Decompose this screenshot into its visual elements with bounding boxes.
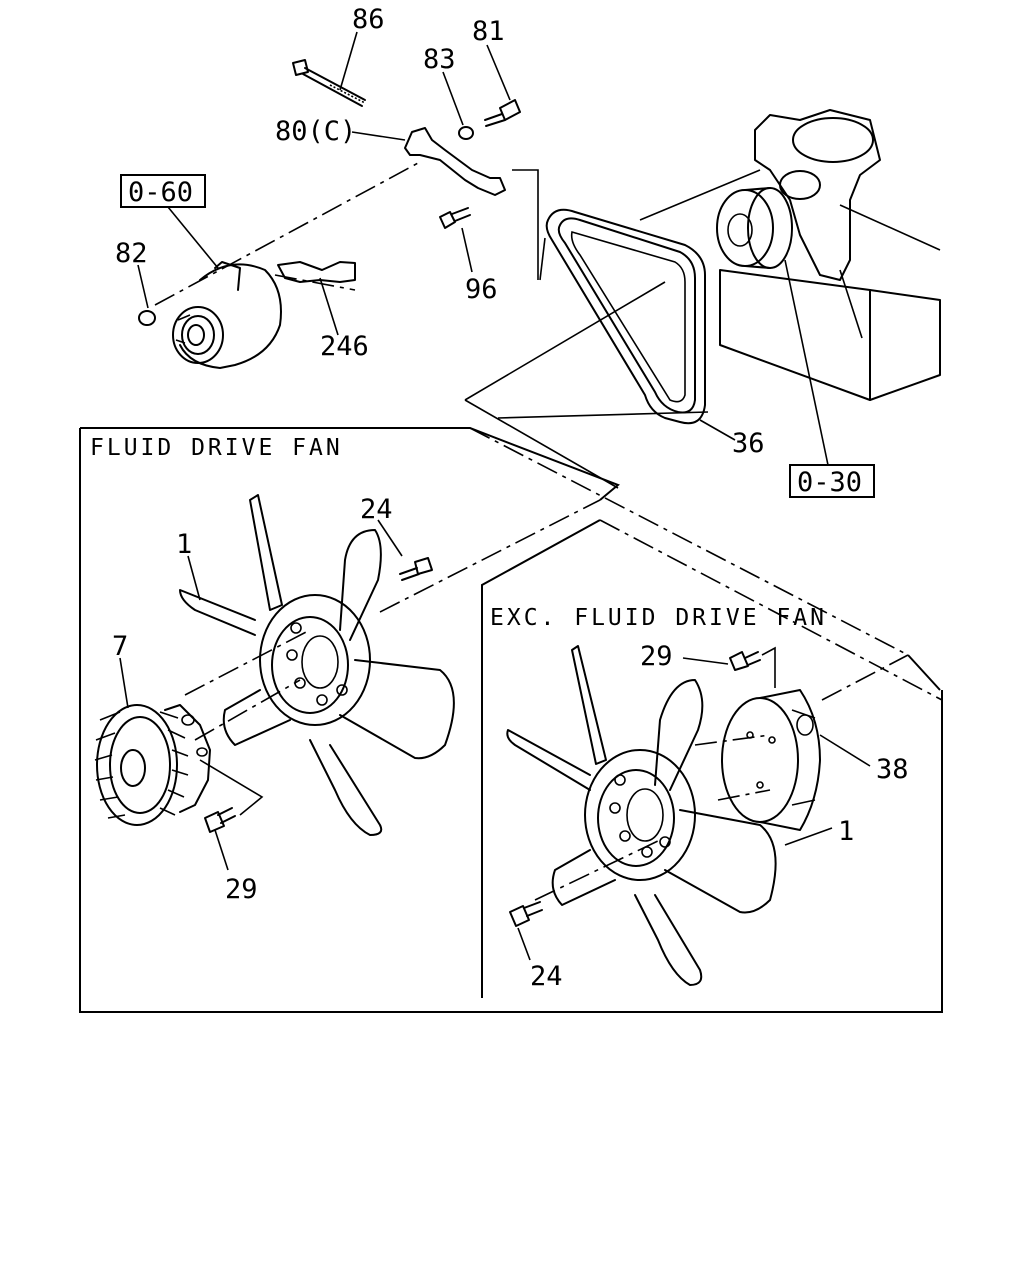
callout-1-fluid: 1 bbox=[176, 529, 192, 560]
upper-leader-lines bbox=[154, 161, 709, 489]
ref-box-030 bbox=[789, 464, 875, 498]
callout-83: 83 bbox=[423, 44, 456, 75]
engine-block bbox=[639, 109, 941, 401]
fluid-leader-lines bbox=[184, 499, 601, 816]
alternator bbox=[172, 261, 282, 369]
bolt-24-fluid bbox=[399, 557, 433, 581]
ref-box-060 bbox=[120, 174, 206, 208]
fluid-coupling-7 bbox=[94, 704, 211, 826]
ref-030[interactable]: 0-30 bbox=[797, 467, 862, 498]
bolt-29-exc bbox=[729, 651, 761, 671]
callout-29-exc: 29 bbox=[640, 641, 673, 672]
section-title-fluid-drive-fan: FLUID DRIVE FAN bbox=[90, 435, 343, 461]
bolt-96 bbox=[439, 207, 471, 229]
section-title-exc-fluid-drive-fan: EXC. FLUID DRIVE FAN bbox=[490, 605, 827, 631]
exc-fluid-drive-frame bbox=[481, 519, 601, 998]
callout-1-exc: 1 bbox=[838, 816, 854, 847]
drive-belt bbox=[545, 208, 706, 425]
callout-80c: 80(C) bbox=[275, 116, 356, 147]
bolt-24-exc bbox=[509, 901, 543, 927]
bolt-86 bbox=[292, 59, 366, 107]
bolt-29-fluid bbox=[204, 807, 236, 833]
water-pump-pulley bbox=[716, 187, 793, 269]
callout-82: 82 bbox=[115, 238, 148, 269]
bolt-81 bbox=[484, 99, 521, 127]
bracket-80c bbox=[404, 127, 506, 196]
callout-38: 38 bbox=[876, 754, 909, 785]
callout-96: 96 bbox=[465, 274, 498, 305]
callout-leaders bbox=[119, 31, 871, 961]
ref-060[interactable]: 0-60 bbox=[128, 177, 193, 208]
fan-1-fluid bbox=[179, 494, 455, 836]
callout-36: 36 bbox=[732, 428, 765, 459]
fluid-drive-frame bbox=[80, 427, 620, 501]
washer-83 bbox=[458, 126, 474, 140]
hub-38 bbox=[721, 689, 821, 831]
callout-7: 7 bbox=[112, 631, 128, 662]
callout-86: 86 bbox=[352, 4, 385, 35]
callout-246: 246 bbox=[320, 331, 369, 362]
callout-24-fluid: 24 bbox=[360, 494, 393, 525]
callout-29-fluid: 29 bbox=[225, 874, 258, 905]
nut-82 bbox=[138, 310, 156, 326]
exc-leader-lines bbox=[534, 646, 909, 901]
bracket-246 bbox=[277, 261, 356, 283]
callout-24-exc: 24 bbox=[530, 961, 563, 992]
fan-1-exc bbox=[506, 645, 777, 986]
callout-81: 81 bbox=[472, 16, 505, 47]
